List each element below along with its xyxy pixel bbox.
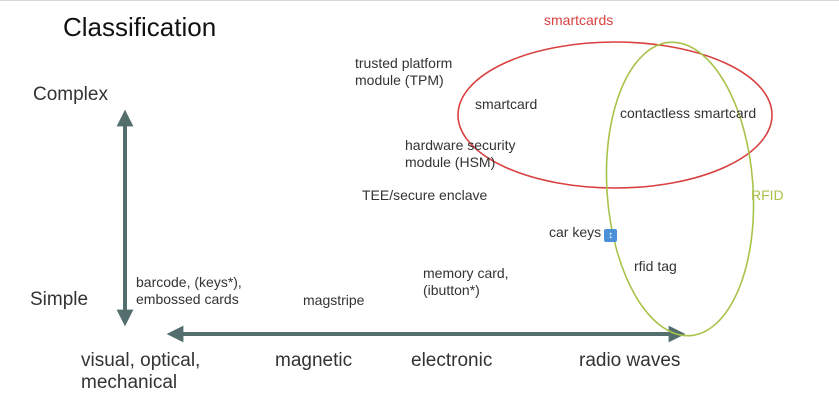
x-axis-category-visual: visual, optical, mechanical [81,350,201,394]
x-axis-category-magnetic: magnetic [275,350,353,371]
rfid-set-label: RFID [751,187,784,203]
item-smartcard: smartcard [475,96,538,112]
item-barcode: barcode, (keys*), embossed cards [136,274,242,307]
x-axis-category-electronic: electronic [411,350,493,371]
smartcards-set-label: smartcards [544,12,614,28]
y-axis-simple-label: Simple [30,289,89,310]
item-memory-card: memory card, (ibutton*) [423,265,509,298]
up-down-arrow-icon: ↕ [604,228,618,242]
item-car-keys: car keys↕ [549,207,618,242]
x-axis-category-radio: radio waves [579,350,681,371]
rfid-set-ellipse [605,41,755,337]
item-magstripe: magstripe [303,292,365,308]
item-tee: TEE/secure enclave [362,187,488,203]
item-contactless-smartcard: contactless smartcard [620,105,757,121]
car-keys-label: car keys [549,223,602,240]
item-hsm: hardware security module (HSM) [405,137,516,170]
y-axis-complex-label: Complex [33,84,108,105]
slide-title: Classification [63,12,217,42]
item-rfid-tag: rfid tag [634,258,677,274]
item-tpm: trusted platform module (TPM) [355,55,453,88]
top-divider [0,0,839,1]
smartcards-set-ellipse [457,41,773,189]
